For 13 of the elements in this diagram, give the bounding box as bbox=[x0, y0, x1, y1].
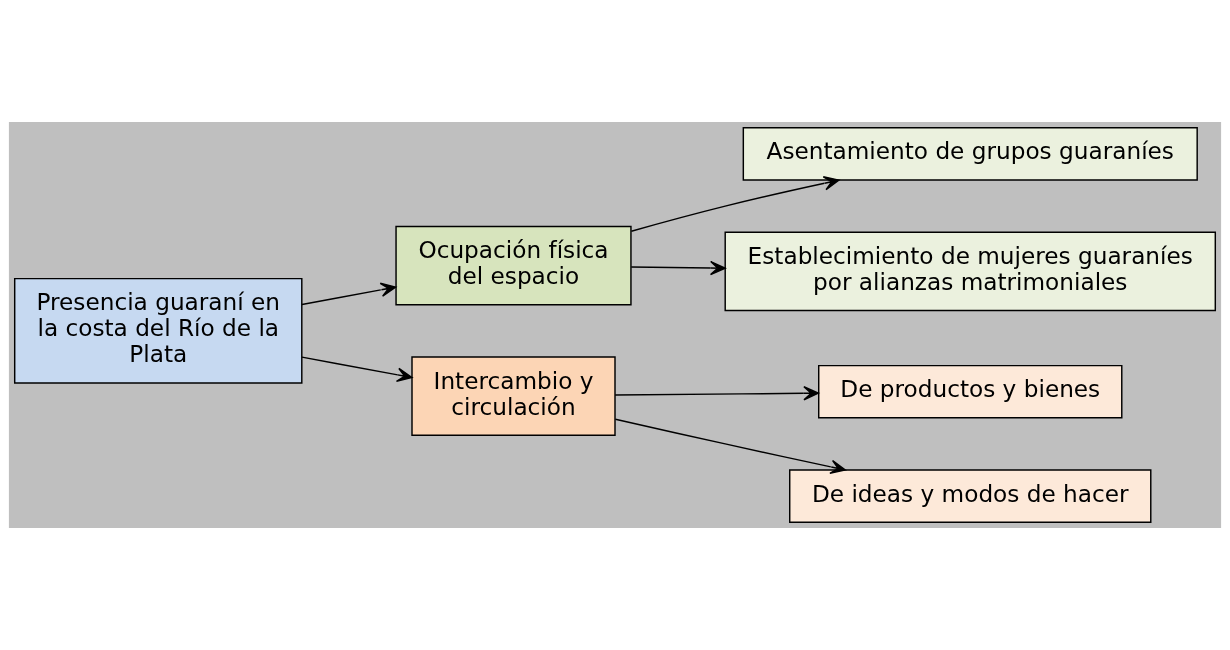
arrow bbox=[614, 418, 847, 475]
node-box: De productos y bienes bbox=[818, 364, 1123, 419]
node-box: De ideas y modos de hacer bbox=[789, 469, 1152, 523]
arrow bbox=[630, 260, 726, 276]
node-box: Establecimiento de mujeres guaraníes por alianzas matrimoniales bbox=[724, 231, 1217, 312]
node-box: Ocupación física del espacio bbox=[395, 225, 632, 306]
arrow bbox=[301, 282, 397, 306]
arrow bbox=[630, 176, 840, 232]
node-box: Asentamiento de grupos guaraníes bbox=[742, 127, 1198, 181]
node-box: Intercambio y circulación bbox=[411, 356, 616, 436]
arrow bbox=[301, 356, 413, 382]
node-box: Presencia guaraní en la costa del Río de la Plata bbox=[13, 277, 303, 384]
arrow bbox=[614, 386, 820, 401]
